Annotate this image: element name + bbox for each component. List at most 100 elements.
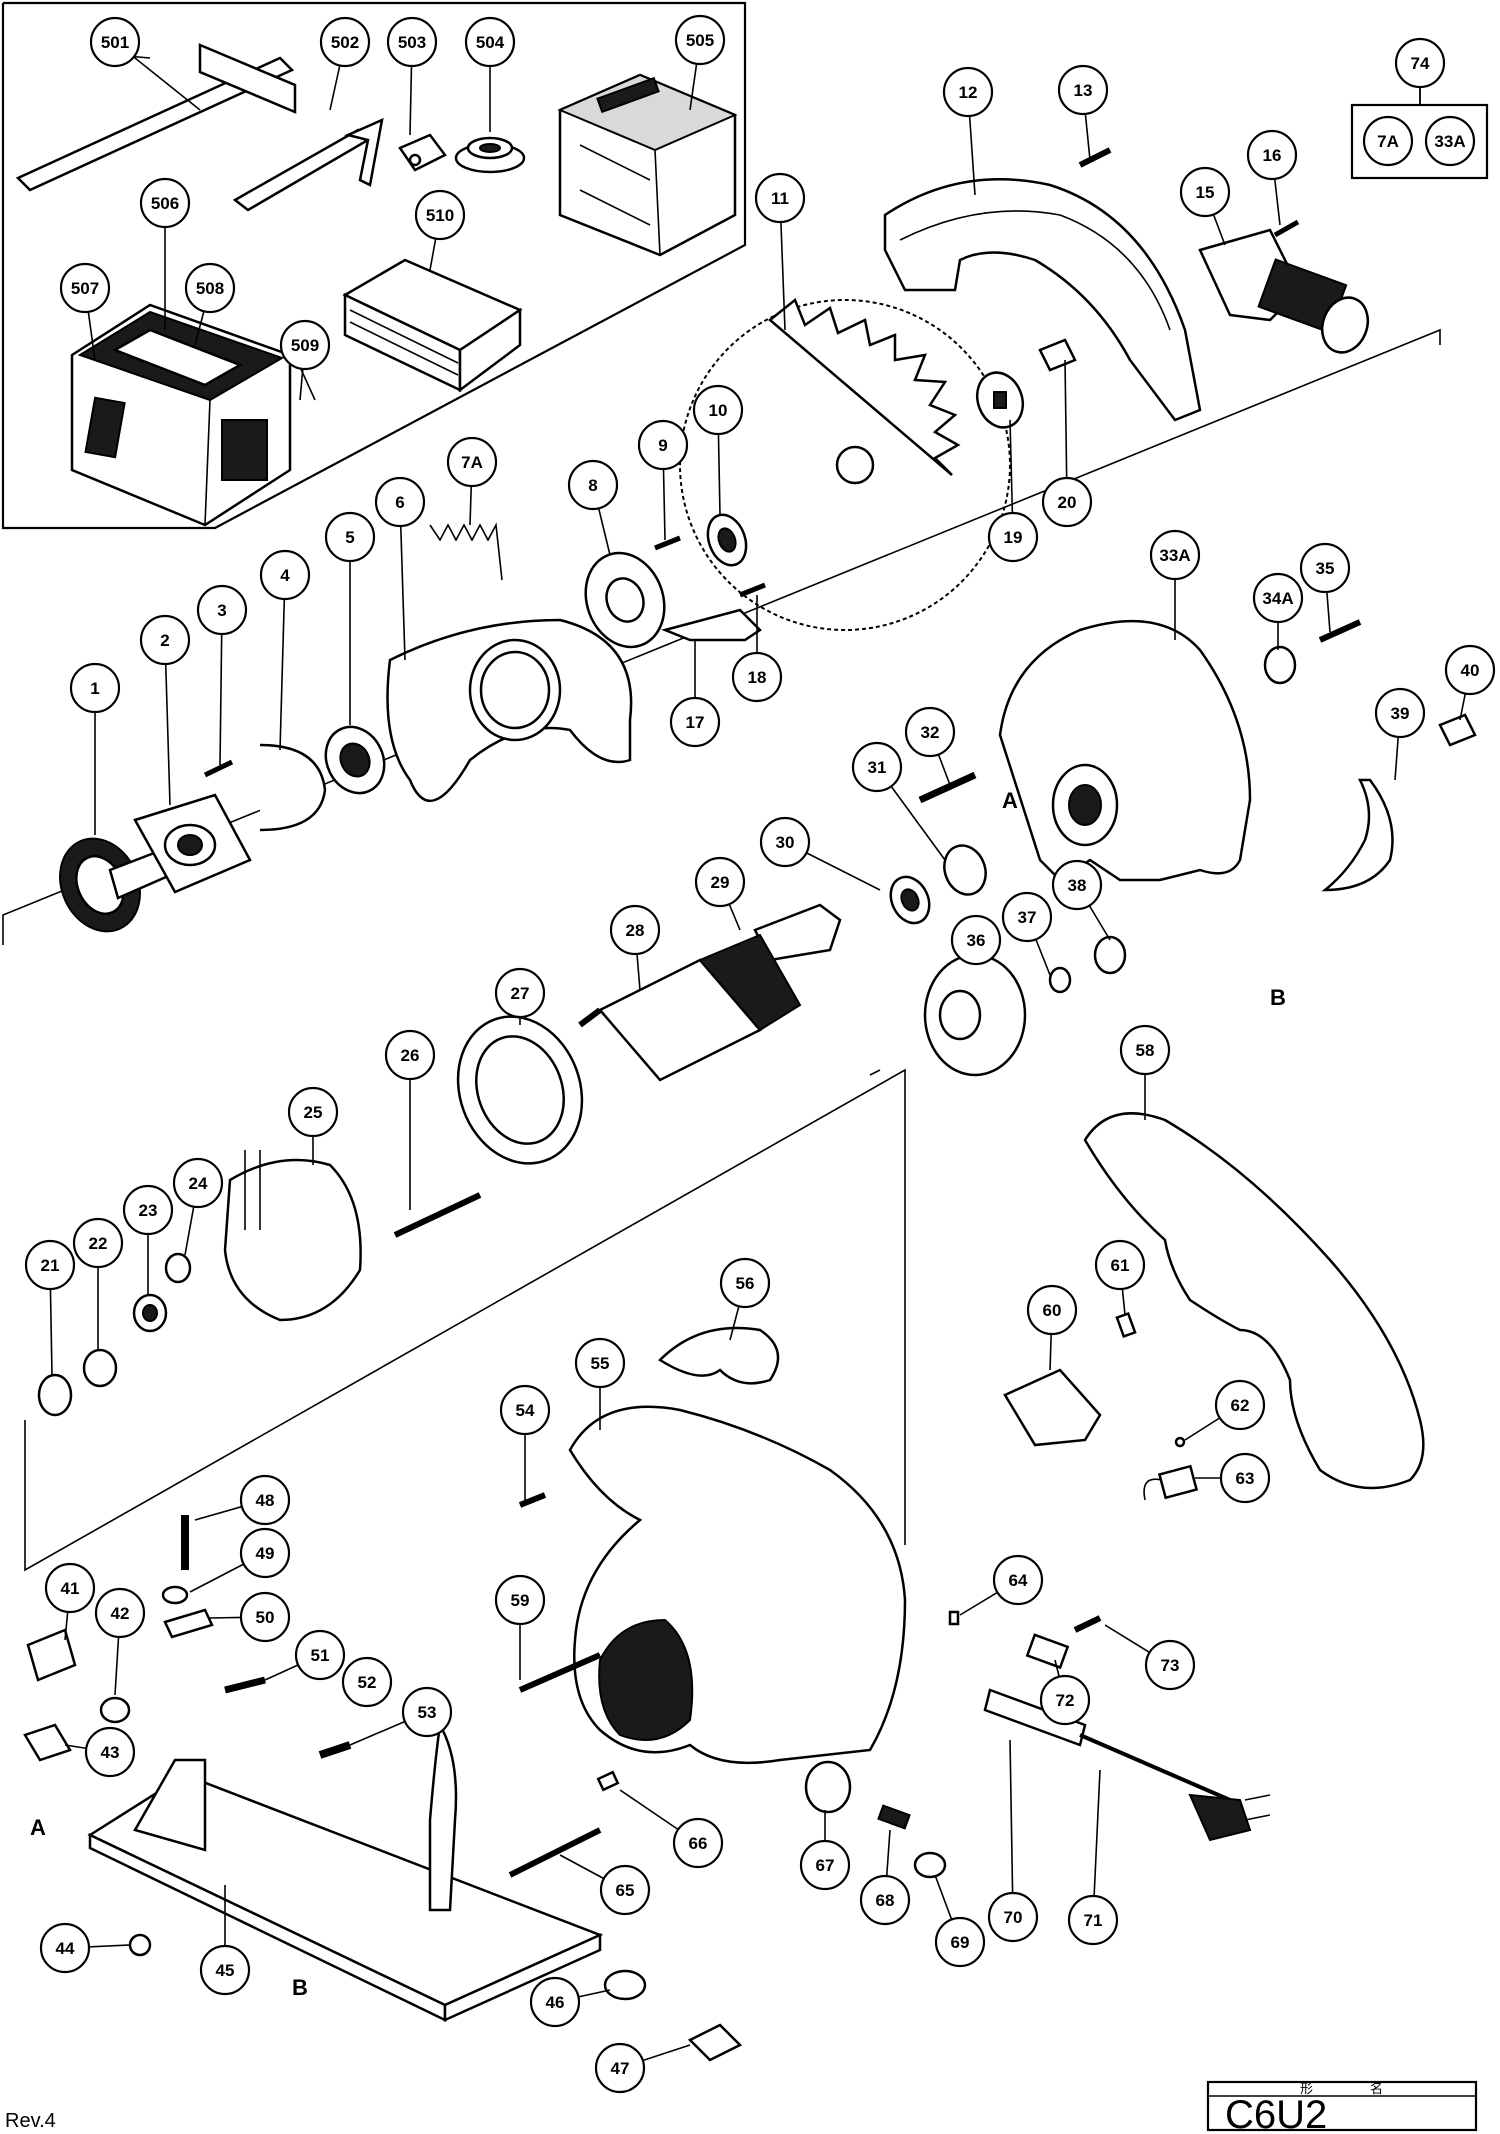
callout-number: 2 xyxy=(160,631,169,650)
saw-cover-12 xyxy=(883,178,1202,422)
wing-bolt-43 xyxy=(23,1723,72,1762)
callout-62: 62 xyxy=(1184,1379,1266,1441)
retaining-ring-4 xyxy=(259,743,327,832)
callout-number: 502 xyxy=(331,33,359,52)
screw-9 xyxy=(654,535,681,551)
switch-60 xyxy=(1003,1368,1102,1447)
callout-number: 43 xyxy=(101,1743,120,1762)
callout-circle xyxy=(319,16,371,68)
callout-16: 16 xyxy=(1246,129,1298,226)
callout-number: 503 xyxy=(398,33,426,52)
callout-number: 15 xyxy=(1196,183,1215,202)
callout-number: 59 xyxy=(511,1591,530,1610)
carbon-brush-68 xyxy=(877,1804,911,1830)
callout-59: 59 xyxy=(494,1574,546,1680)
callout-510: 510 xyxy=(414,189,466,271)
callout-circle xyxy=(987,1891,1039,1943)
callout-50: 50 xyxy=(209,1591,291,1643)
callout-55: 55 xyxy=(574,1337,626,1430)
callout-circle xyxy=(950,914,1002,966)
callout-6: 6 xyxy=(374,476,426,661)
callout-circle xyxy=(59,262,111,314)
callout-circle xyxy=(401,1686,453,1738)
callout-51: 51 xyxy=(264,1629,346,1681)
callout-504: 504 xyxy=(464,16,516,132)
callout-42: 42 xyxy=(94,1587,146,1696)
callout-number: 7A xyxy=(461,453,483,472)
callout-36: 36 xyxy=(950,914,1002,966)
callout-74: 74 xyxy=(1394,37,1446,105)
callout-22: 22 xyxy=(72,1217,124,1350)
callout-71: 71 xyxy=(1067,1769,1119,1946)
callout-32: 32 xyxy=(904,706,956,786)
callout-number: 508 xyxy=(196,279,224,298)
washer-24 xyxy=(164,1252,192,1284)
callout-circle xyxy=(386,16,438,68)
connector-64 xyxy=(948,1610,960,1626)
leader-line xyxy=(1009,1739,1014,1918)
callout-circle xyxy=(139,177,191,229)
callout-2: 2 xyxy=(139,614,191,806)
callout-circle xyxy=(239,1527,291,1579)
callout-number: 61 xyxy=(1111,1256,1130,1275)
callout-circle xyxy=(1214,1379,1266,1431)
callout-circle xyxy=(196,584,248,636)
flange-504 xyxy=(454,136,526,174)
wing-bolt-41 xyxy=(26,1628,77,1682)
callout-circle xyxy=(1246,129,1298,181)
callout-number: 34A xyxy=(1262,589,1293,608)
callout-circle xyxy=(672,1817,724,1869)
callout-3: 3 xyxy=(196,584,248,766)
callout-number: 39 xyxy=(1391,704,1410,723)
callout-circle xyxy=(1299,542,1351,594)
callout-number: 10 xyxy=(709,401,728,420)
callout-68: 68 xyxy=(859,1829,911,1926)
section-marker-a: A xyxy=(30,1815,46,1840)
callout-53: 53 xyxy=(349,1686,453,1746)
callout-circle xyxy=(494,967,546,1019)
handle-58 xyxy=(1083,1112,1425,1490)
callout-43: 43 xyxy=(64,1726,136,1778)
callout-5: 5 xyxy=(324,511,376,725)
callout-24: 24 xyxy=(172,1157,224,1256)
callout-number: 26 xyxy=(401,1046,420,1065)
spring-62 xyxy=(1174,1436,1186,1448)
callout-number: 1 xyxy=(90,679,99,698)
leader-line xyxy=(279,574,286,751)
callout-number: 64 xyxy=(1009,1571,1028,1590)
callout-number: 45 xyxy=(216,1961,235,1980)
callout-37: 37 xyxy=(1001,891,1053,976)
screw-59 xyxy=(518,1652,602,1693)
callout-circle xyxy=(799,1839,851,1891)
accessory-frame xyxy=(1,1,747,530)
lever-17 xyxy=(661,608,762,642)
callout-28: 28 xyxy=(609,904,661,991)
callout-number: 68 xyxy=(876,1891,895,1910)
callout-number: 42 xyxy=(111,1604,130,1623)
callout-number: 9 xyxy=(658,436,667,455)
callout-41: 41 xyxy=(44,1562,96,1641)
callout-number: 510 xyxy=(426,206,454,225)
callout-27: 27 xyxy=(494,967,546,1025)
callout-circle xyxy=(637,419,689,471)
callout-number: 67 xyxy=(816,1856,835,1875)
callout-circle xyxy=(567,459,619,511)
callout-505: 505 xyxy=(674,14,726,111)
callout-number: 33A xyxy=(1159,546,1190,565)
callout-46: 46 xyxy=(529,1976,611,2028)
callout-56: 56 xyxy=(719,1257,771,1341)
callout-number: 31 xyxy=(868,758,887,777)
gear-cover-33A xyxy=(998,619,1252,882)
callout-circle xyxy=(1219,1452,1271,1504)
callout-circle xyxy=(529,1976,581,2028)
callout-number: 24 xyxy=(189,1174,208,1193)
callout-circle xyxy=(39,1922,91,1974)
callout-509: 509 xyxy=(279,319,331,401)
callout-7a: 7A xyxy=(446,436,498,526)
callout-64: 64 xyxy=(959,1554,1044,1616)
screw-18 xyxy=(739,582,766,598)
section-marker-b: B xyxy=(1270,985,1286,1010)
system-case-506 xyxy=(70,303,292,527)
callout-circle xyxy=(1041,476,1093,528)
callout-1: 1 xyxy=(69,662,121,835)
